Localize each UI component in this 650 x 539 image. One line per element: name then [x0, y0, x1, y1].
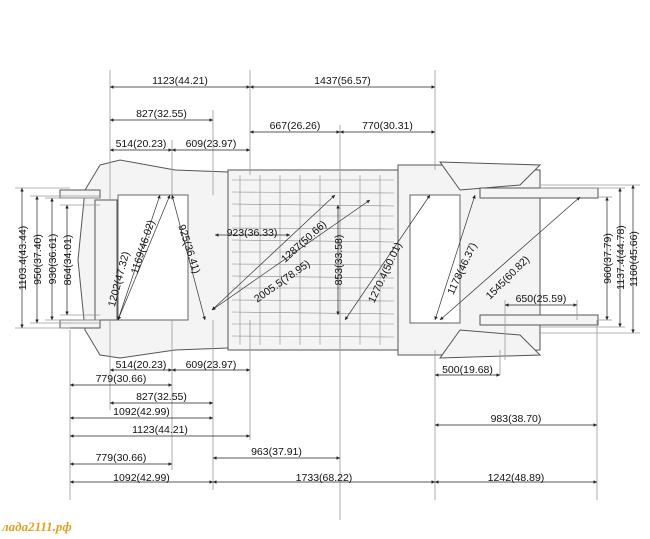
front-rail-right: [59, 319, 101, 329]
diagonal-dimension-line: [171, 194, 206, 321]
rear-wheelhouse-right: [439, 329, 542, 359]
rear-wheelhouse-left: [439, 161, 542, 191]
dimension-label: 963(37.91): [251, 446, 302, 458]
dimension-label: 827(32.55): [136, 391, 187, 403]
floor-detail-line: [231, 191, 395, 194]
dimension-label: 650(25.59): [516, 293, 567, 305]
dimension-label: 1437(56.57): [314, 75, 371, 87]
diagonal-dimension-line: [117, 194, 171, 321]
dimension-label: 1123(44.21): [132, 424, 188, 436]
diagonal-dimension-line: [211, 199, 371, 311]
dimension-label: 853(33.58): [333, 235, 345, 286]
floor-pan: [227, 169, 399, 351]
rear-opening: [409, 194, 461, 324]
dimension-label: 1160(45.66): [628, 231, 640, 287]
dimension-label: 1137.4(44.78): [615, 225, 627, 290]
front-rail-left: [59, 189, 101, 199]
watermark: лада2111.рф: [2, 519, 72, 534]
dimension-label: 1092(42.99): [113, 406, 170, 418]
dimension-label: 779(30.66): [96, 373, 147, 385]
dimension-label: 514(20.23): [116, 138, 167, 150]
rear-rail-right: [479, 314, 599, 326]
dimension-label: 923(36.33): [227, 227, 278, 239]
dimension-label: 514(20.23): [116, 359, 167, 371]
dimension-label: 983(38.70): [491, 413, 542, 425]
rear-rail-left: [479, 187, 599, 199]
dimension-label: 667(26.26): [270, 120, 321, 132]
dimension-label: 1103.4(43.44): [17, 226, 29, 291]
floor-detail-line: [231, 335, 395, 338]
dimension-label: 1092(42.99): [113, 472, 170, 484]
dimension-label: 930(36.61): [47, 234, 59, 285]
dimension-label: 960(37.79): [602, 233, 614, 284]
dimension-label: 1733(68.22): [296, 472, 353, 484]
dimension-label: 1242(48.89): [488, 472, 545, 484]
dimension-label: 1123(44.21): [152, 75, 208, 87]
dimension-label: 500(19.68): [442, 364, 493, 376]
dimension-label: 950(37.40): [32, 234, 44, 285]
dimension-label: 770(30.31): [362, 120, 413, 132]
dimension-label: 779(30.66): [96, 452, 147, 464]
dimension-label: 609(23.97): [186, 138, 237, 150]
diagonal-dimension-line: [439, 196, 581, 321]
dimension-label: 827(32.55): [136, 108, 187, 120]
dimension-label: 864(34.01): [62, 235, 74, 286]
diagonal-dimension-line: [344, 194, 431, 321]
dimension-label: 609(23.97): [186, 359, 237, 371]
front-crossmember: [94, 199, 118, 321]
